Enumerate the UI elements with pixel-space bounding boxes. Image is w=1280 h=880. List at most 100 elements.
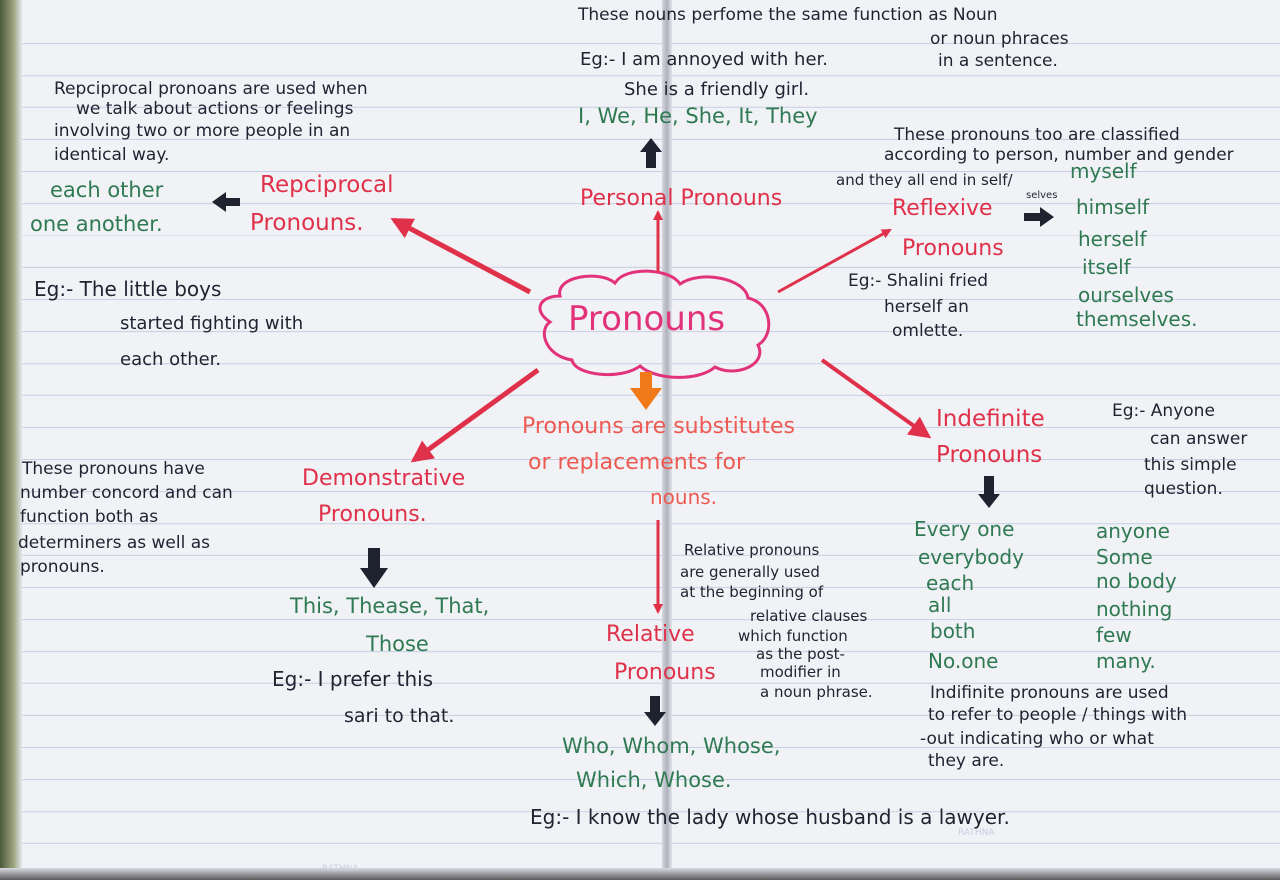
reflexive-example-3: omlette. [892, 321, 964, 341]
reflexive-word-3: herself [1078, 227, 1147, 251]
reciprocal-example-3: each other. [120, 349, 222, 370]
reciprocal-title-1: Repciprocal [260, 172, 394, 198]
demonstrative-title-2: Pronouns. [318, 502, 427, 527]
reciprocal-word-2: one another. [30, 212, 163, 236]
indefinite-desc-2: to refer to people / things with [928, 705, 1188, 725]
reflexive-example-1: Eg:- Shalini fried [848, 271, 989, 291]
reciprocal-example-2: started fighting with [120, 313, 304, 334]
indefinite-word-left-4: all [928, 593, 952, 617]
arrow-down-demonstrative-words [360, 548, 388, 588]
relative-desc-5: which function [738, 627, 848, 645]
demonstrative-desc-4: determiners as well as [18, 533, 210, 553]
demonstrative-words-1: This, Thease, That, [290, 594, 490, 618]
demonstrative-words-2: Those [366, 632, 429, 656]
notebook-left-edge [0, 0, 22, 880]
definition-line-1: Pronouns are substitutes [522, 414, 795, 439]
reflexive-desc-4: selves [1026, 190, 1058, 201]
reflexive-example-2: herself an [884, 297, 969, 317]
indefinite-word-right-2: Some [1096, 545, 1153, 569]
indefinite-desc-3: -out indicating who or what [920, 729, 1154, 749]
indefinite-example-1: Eg:- Anyone [1112, 401, 1215, 421]
arrow-to-demonstrative [410, 367, 540, 463]
indefinite-word-right-3: no body [1096, 569, 1177, 593]
relative-desc-7: modifier in [760, 663, 841, 681]
reciprocal-example-1: Eg:- The little boys [34, 277, 222, 301]
reflexive-title-1: Reflexive [892, 196, 993, 221]
arrow-left-reciprocal-words [212, 192, 240, 212]
reciprocal-word-1: each other [50, 178, 164, 202]
indefinite-word-left-5: both [930, 619, 976, 643]
indefinite-word-left-2: everybody [918, 545, 1024, 569]
reciprocal-desc-1: Repciprocal pronoans are used when [54, 79, 368, 99]
personal-desc-3: in a sentence. [938, 51, 1058, 71]
reciprocal-desc-3: involving two or more people in an [54, 121, 351, 141]
indefinite-example-3: this simple [1144, 455, 1237, 475]
indefinite-desc-1: Indifinite pronouns are used [930, 683, 1169, 703]
page-watermark-right: RATHNA [958, 828, 995, 838]
demonstrative-desc-2: number concord and can [20, 483, 233, 503]
relative-words-1: Who, Whom, Whose, [562, 734, 781, 758]
indefinite-word-right-4: nothing [1096, 597, 1173, 621]
arrow-down-indefinite-words [978, 476, 1000, 508]
indefinite-word-right-1: anyone [1096, 519, 1170, 543]
definition-line-3: nouns. [650, 485, 718, 509]
notebook-bottom-edge [0, 868, 1280, 880]
demonstrative-title-1: Demonstrative [302, 466, 466, 491]
demonstrative-desc-5: pronouns. [20, 557, 105, 577]
personal-words: I, We, He, She, It, They [578, 104, 818, 128]
personal-example-2: She is a friendly girl. [624, 79, 810, 100]
arrow-to-indefinite [820, 358, 932, 439]
arrow-to-reciprocal [390, 217, 532, 295]
relative-desc-3: at the beginning of [680, 583, 824, 601]
reciprocal-title-2: Pronouns. [250, 210, 364, 236]
page-watermark-left: RATHNA [322, 864, 359, 874]
reflexive-word-4: itself [1082, 255, 1131, 279]
personal-example-1: Eg:- I am annoyed with her. [580, 49, 828, 70]
relative-title-1: Relative [606, 622, 695, 647]
indefinite-word-right-6: many. [1096, 649, 1156, 673]
reflexive-title-2: Pronouns [902, 236, 1004, 261]
relative-desc-6: as the post- [756, 645, 845, 663]
relative-example: Eg:- I know the lady whose husband is a … [530, 805, 1010, 829]
reflexive-word-5: ourselves [1078, 283, 1174, 307]
relative-desc-8: a noun phrase. [760, 683, 873, 701]
indefinite-word-left-1: Every one [914, 517, 1015, 541]
indefinite-word-right-5: few [1096, 623, 1132, 647]
demonstrative-example-1: Eg:- I prefer this [272, 667, 434, 691]
arrow-to-definition [630, 372, 662, 410]
reflexive-desc-2: according to person, number and gender [884, 145, 1234, 165]
definition-line-2: or replacements for [528, 450, 746, 475]
relative-title-2: Pronouns [614, 660, 716, 685]
relative-desc-4: relative clauses [750, 607, 868, 625]
indefinite-word-left-6: No.one [928, 649, 999, 673]
demonstrative-example-2: sari to that. [344, 705, 455, 727]
reflexive-desc-3: and they all end in self/ [836, 171, 1013, 189]
relative-words-2: Which, Whose. [576, 768, 732, 792]
indefinite-example-4: question. [1144, 479, 1223, 499]
demonstrative-desc-1: These pronouns have [22, 459, 205, 479]
personal-desc-1: These nouns perfome the same function as… [578, 5, 998, 25]
center-label: Pronouns [568, 299, 726, 339]
indefinite-example-2: can answer [1150, 429, 1248, 449]
reciprocal-desc-2: we talk about actions or feelings [76, 99, 354, 119]
arrow-to-reflexive [777, 228, 892, 294]
relative-desc-1: Relative pronouns [684, 541, 820, 559]
notebook-spine [662, 0, 672, 880]
reflexive-desc-1: These pronouns too are classified [894, 125, 1180, 145]
reflexive-word-2: himself [1076, 195, 1150, 219]
demonstrative-desc-3: function both as [20, 507, 159, 527]
arrow-right-reflexive-words [1024, 207, 1054, 227]
indefinite-title-2: Pronouns [936, 442, 1043, 468]
center-cloud [538, 269, 771, 379]
personal-title: Personal Pronouns [580, 186, 783, 211]
indefinite-word-left-3: each [926, 571, 975, 595]
reflexive-word-6: themselves. [1076, 307, 1198, 331]
reciprocal-desc-4: identical way. [54, 145, 170, 165]
arrow-up-personal-words [640, 138, 662, 168]
indefinite-title-1: Indefinite [936, 406, 1045, 432]
indefinite-desc-4: they are. [928, 751, 1005, 771]
reflexive-word-1: myself [1070, 159, 1137, 183]
arrow-down-relative-words [644, 696, 666, 726]
